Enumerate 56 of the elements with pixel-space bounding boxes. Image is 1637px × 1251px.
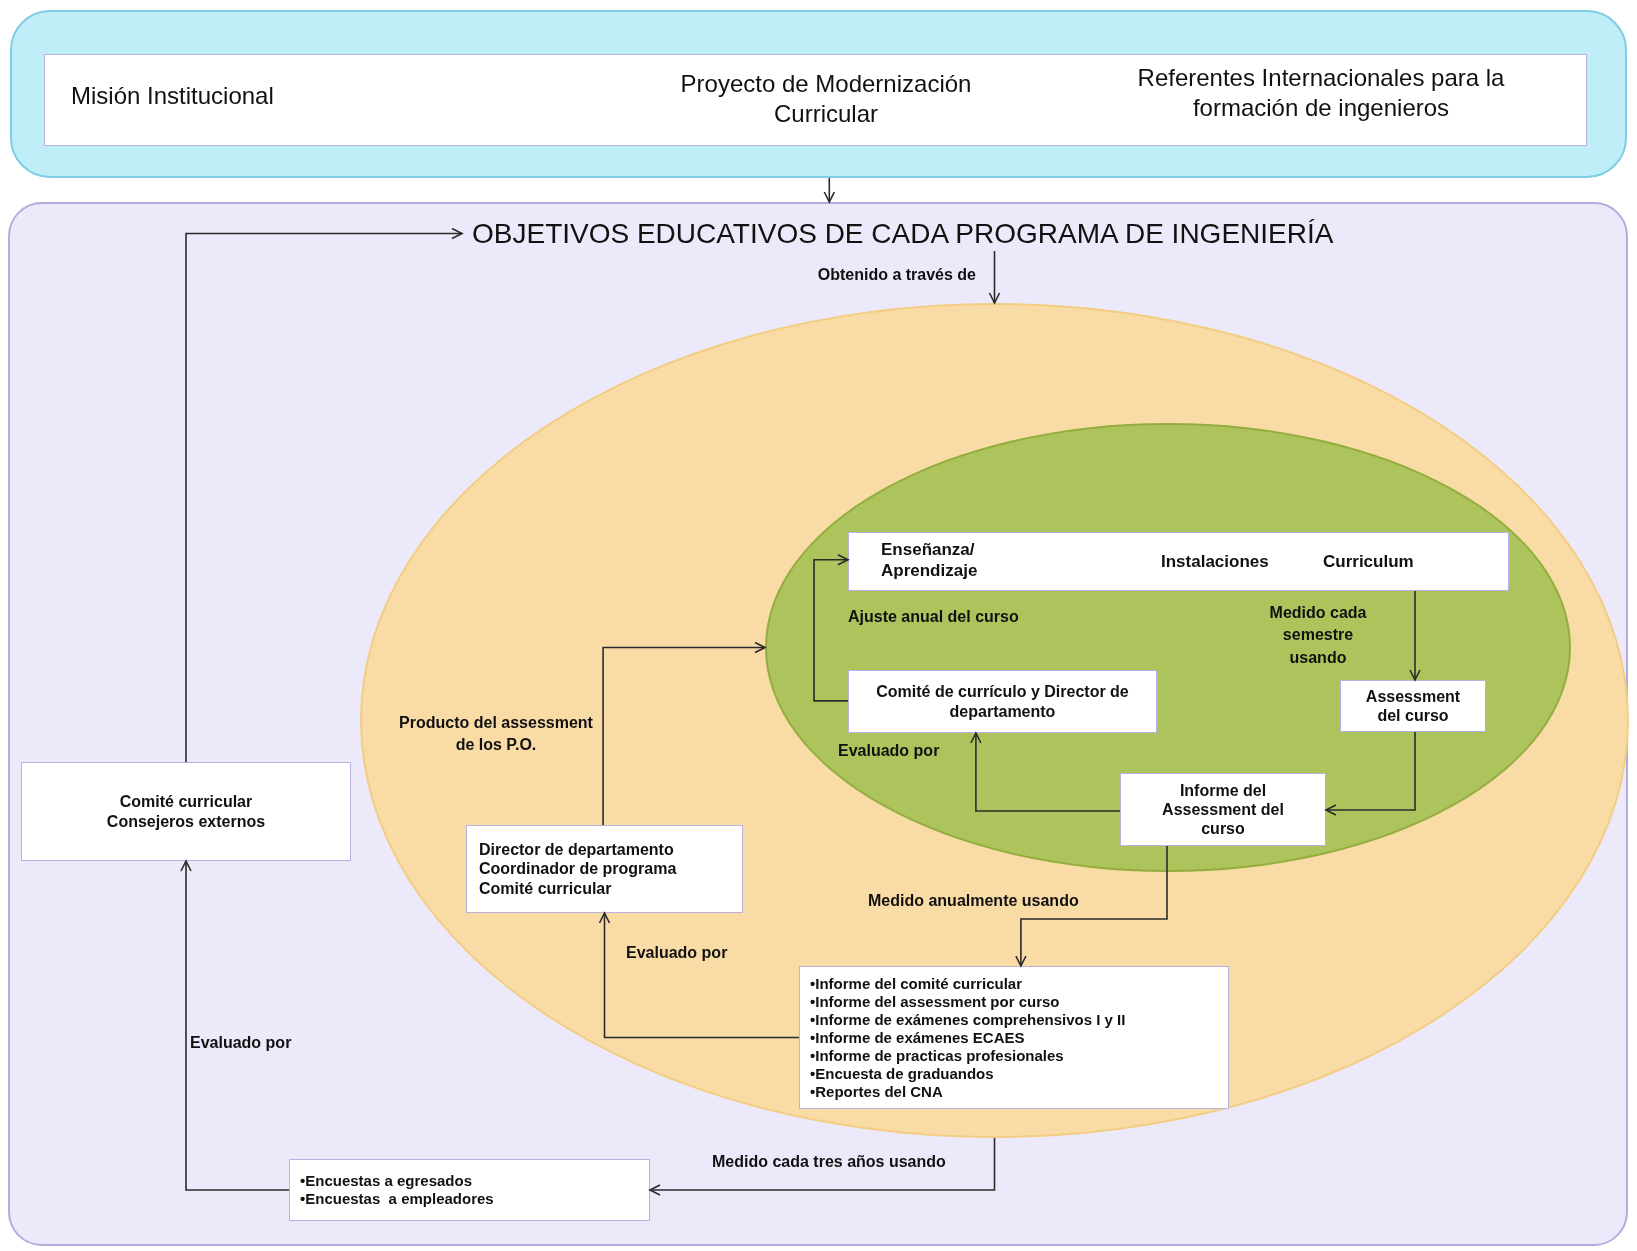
edge-label: Evaluado por [838,741,941,761]
band-panel [10,10,1627,178]
box-text: •Informe del comité curricular [810,974,1022,993]
edge-label: Evaluado por [190,1033,293,1053]
arrow [988,250,1001,304]
box-text: •Encuestas a empleadores [300,1190,494,1208]
box-text: Referentes Internacionales para la formación de ingenieros [1136,63,1506,123]
edge-label: Producto del assessment de los P.O. [398,713,594,756]
box-text: •Encuestas a egresados [300,1172,472,1190]
box-text: Assessment del curso [1364,686,1462,726]
box-text: •Informe de exámenes comprehensivos I y II [810,1010,1126,1029]
arrow [602,641,766,826]
text-box [289,1159,650,1221]
box-text: Comité curricular [119,792,253,812]
heading-text: OBJETIVOS EDUCATIVOS DE CADA PROGRAMA DE INGENIERÍA [472,217,1335,251]
region-panel [8,202,1628,1246]
arrow [823,177,836,203]
text-box [848,670,1157,733]
box-text: •Reportes del CNA [810,1082,943,1101]
box-text: •Informe del assessment por curso [810,992,1060,1011]
box-text: Misión Institucional [71,81,275,111]
arrow [180,860,290,1191]
box-text: Director de departamento [479,840,674,860]
arrow [1325,731,1416,816]
edge-label: Obtenido a través de [816,265,976,285]
text-box [21,762,351,861]
edge-label: Medido cada tres años usando [712,1152,947,1172]
box-text: Informe del Assessment del curso [1161,780,1285,839]
text-box [44,54,1587,146]
box-text: Enseñanza/ Aprendizaje [881,539,979,582]
arrow [185,227,463,763]
arrow [1015,845,1168,967]
arrow [1409,590,1421,681]
box-text: •Informe de exámenes ECAES [810,1028,1025,1047]
box-text: •Encuesta de graduandos [810,1064,994,1083]
arrow [598,912,800,1039]
box-text: Comité de currículo y Director de departamento [875,682,1130,721]
box-text: Consejeros externos [106,811,266,831]
text-box [1120,773,1326,846]
box-text: Coordinador de programa [479,859,677,879]
edge-label: Evaluado por [626,943,729,963]
box-text: •Informe de practicas profesionales [810,1046,1064,1065]
edge-label: Medido cada semestre usando [1268,603,1368,668]
box-text: Comité curricular [479,878,612,898]
box-text: Proyecto de Modernización Curricular [679,69,973,129]
box-text: Instalaciones [1161,551,1270,573]
edge-label: Medido anualmente usando [868,891,1080,911]
arrow [813,553,849,702]
text-box [848,532,1509,591]
text-box [1340,680,1486,732]
edge-label: Ajuste anual del curso [848,607,1020,627]
arrow [649,1137,996,1196]
box-text: Curriculum [1323,551,1415,573]
arrow [970,732,1121,812]
text-box [799,966,1229,1109]
text-box [466,825,743,913]
